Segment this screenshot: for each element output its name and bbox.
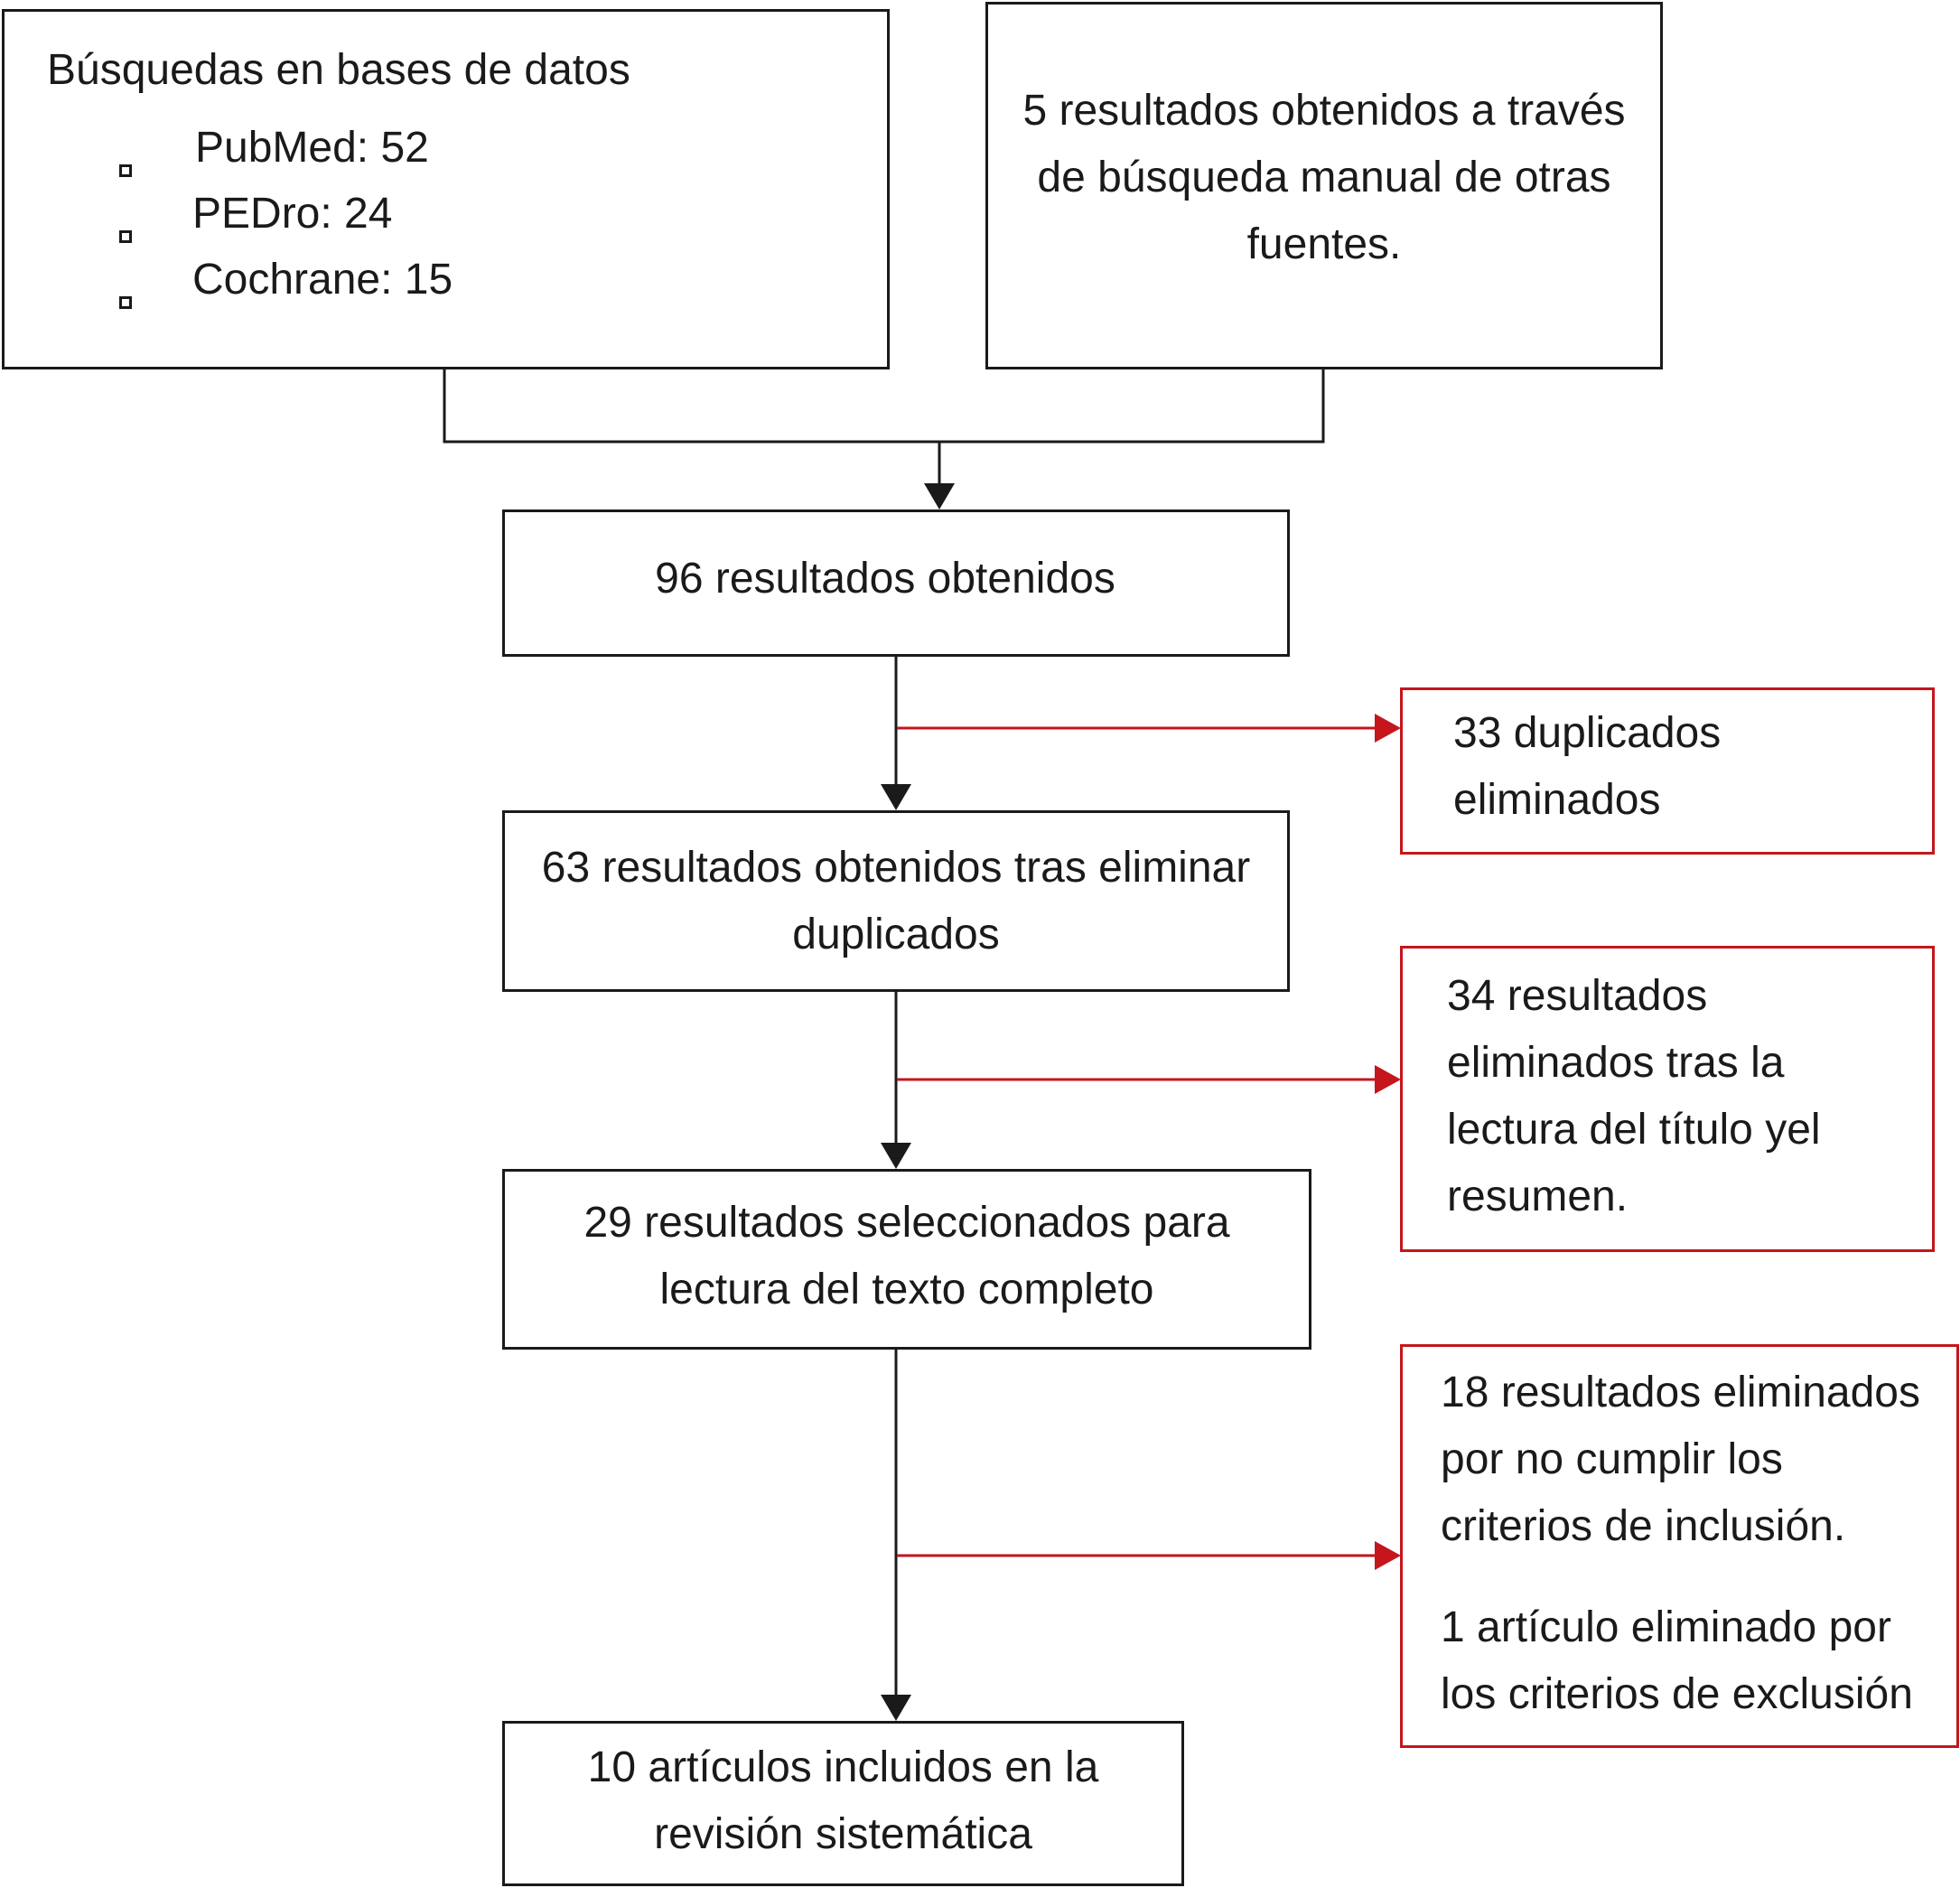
selected-full-text-line: 29 resultados seleccionados para <box>583 1199 1230 1247</box>
title-abstract-removed-box: 34 resultados eliminados tras la lectura… <box>1400 946 1935 1252</box>
title-abstract-removed-line: lectura del título yel <box>1447 1105 1821 1154</box>
after-duplicates-box: 63 resultados obtenidos tras eliminar du… <box>502 810 1290 992</box>
square-bullet-icon <box>119 230 132 243</box>
inclusion-criteria-line: por no cumplir los <box>1441 1435 1783 1483</box>
exclusion-arrowhead-3 <box>1375 1541 1401 1570</box>
exclusion-criteria-line: los criterios de exclusión <box>1441 1669 1913 1718</box>
manual-search-line: fuentes. <box>1246 220 1402 268</box>
merge-connector <box>443 369 1325 444</box>
included-articles-box: 10 artículos incluidos en la revisión si… <box>502 1721 1184 1886</box>
selected-full-text-line: lectura del texto completo <box>659 1266 1154 1313</box>
selected-full-text-box: 29 resultados seleccionados para lectura… <box>502 1169 1311 1350</box>
duplicates-removed-line: eliminados <box>1453 775 1661 824</box>
inclusion-criteria-line: criterios de inclusión. <box>1441 1501 1846 1550</box>
database-searches-title: Búsquedas en bases de datos <box>47 46 630 94</box>
title-abstract-removed-line: eliminados tras la <box>1447 1038 1785 1087</box>
flow-arrowhead-2 <box>881 1143 911 1169</box>
criteria-removed-box: 18 resultados eliminados por no cumplir … <box>1400 1344 1959 1748</box>
square-bullet-icon <box>119 164 132 177</box>
flow-arrowhead-1 <box>881 784 911 810</box>
obtained-results-box: 96 resultados obtenidos <box>502 509 1290 657</box>
square-bullet-icon <box>119 296 132 309</box>
title-abstract-removed-line: 34 resultados <box>1447 971 1708 1020</box>
exclusion-arrowhead-1 <box>1375 714 1401 743</box>
flow-arrowhead-3 <box>881 1695 911 1721</box>
database-item-label: Cochrane: 15 <box>192 256 453 304</box>
obtained-results-line: 96 resultados obtenidos <box>655 554 1115 603</box>
after-duplicates-line: 63 resultados obtenidos tras eliminar <box>541 843 1251 892</box>
title-abstract-removed-line: resumen. <box>1447 1172 1629 1220</box>
database-item-label: PEDro: 24 <box>192 190 393 238</box>
exclusion-criteria-line: 1 artículo eliminado por <box>1441 1603 1891 1651</box>
included-articles-line: revisión sistemática <box>654 1809 1032 1858</box>
inclusion-criteria-line: 18 resultados eliminados <box>1441 1368 1920 1416</box>
database-searches-box: Búsquedas en bases de datos PubMed: 52 P… <box>2 9 890 369</box>
merge-arrowhead <box>924 483 955 509</box>
manual-search-line: de búsqueda manual de otras <box>1037 153 1611 201</box>
duplicates-removed-box: 33 duplicados eliminados <box>1400 687 1935 855</box>
manual-search-line: 5 resultados obtenidos a través <box>1022 86 1626 135</box>
included-articles-line: 10 artículos incluidos en la <box>587 1743 1099 1791</box>
duplicates-removed-line: 33 duplicados <box>1453 708 1722 757</box>
database-item-label: PubMed: 52 <box>195 124 429 172</box>
after-duplicates-line: duplicados <box>792 910 1000 958</box>
exclusion-arrowhead-2 <box>1375 1065 1401 1094</box>
manual-search-box: 5 resultados obtenidos a través de búsqu… <box>985 2 1663 369</box>
